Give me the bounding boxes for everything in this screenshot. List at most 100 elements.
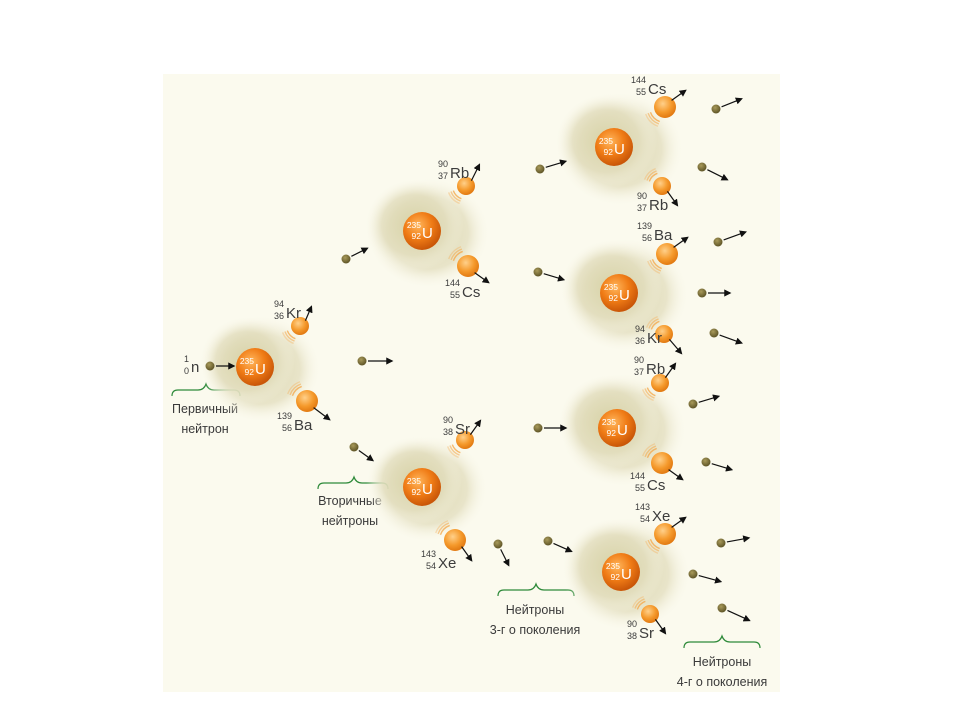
element-symbol: Rb: [646, 361, 665, 378]
fission-fragment-rb-3c: [641, 362, 677, 402]
motion-trail: [447, 192, 460, 205]
caption-fourth-line1: Нейтроны: [693, 655, 751, 669]
motion-trail: [284, 331, 295, 342]
motion-trail: [287, 381, 301, 395]
mass-number: 94: [274, 299, 284, 309]
fragment-sphere: [641, 605, 659, 623]
neutron-arrow: [545, 159, 568, 168]
fragment-arrow: [304, 305, 313, 321]
neutron-arrow: [500, 549, 510, 567]
fragment-arrow: [470, 163, 481, 181]
mass-number: 90: [443, 415, 453, 425]
neutron-arrow: [711, 463, 734, 472]
fragment-arrow: [673, 236, 689, 248]
mass-number: 235: [599, 136, 613, 146]
motion-trail: [647, 539, 660, 552]
motion-trail: [650, 320, 660, 330]
fission-fragment-sr-2b: [446, 419, 482, 459]
element-symbol: U: [621, 566, 632, 583]
mass-number: 90: [634, 355, 644, 365]
motion-trail: [645, 540, 659, 554]
motion-trail: [448, 246, 462, 260]
neutron-dot: [711, 104, 721, 114]
neutron-dot: [717, 603, 727, 613]
neutron-arrow: [698, 574, 723, 584]
neutron-arrow: [727, 609, 751, 622]
neutron-dot: [357, 356, 367, 366]
fragment-sphere: [457, 177, 475, 195]
motion-trail: [648, 172, 658, 182]
fragment-sphere: [655, 325, 673, 343]
fragment-arrow: [313, 407, 331, 421]
motion-trail: [446, 446, 459, 459]
neutron-dot: [688, 399, 698, 409]
fragment-arrow: [671, 516, 687, 528]
neutron: [716, 535, 751, 548]
neutron-arrow: [707, 169, 729, 181]
mass-number: 94: [635, 324, 645, 334]
mass-number: 235: [606, 561, 620, 571]
mass-number: 90: [438, 159, 448, 169]
mass-number: 144: [445, 278, 460, 288]
mass-number: 143: [635, 502, 650, 512]
element-symbol: Kr: [647, 330, 662, 347]
atomic-number: 92: [611, 572, 621, 582]
fission-fragment-kr-3b: [645, 315, 683, 355]
motion-trail: [651, 259, 662, 270]
motion-trail: [647, 112, 660, 125]
fragment-sphere: [654, 523, 676, 545]
neutron: [711, 97, 743, 114]
mass-number: 139: [277, 411, 292, 421]
fragment-arrow: [666, 191, 679, 207]
fragment-arrow: [664, 362, 677, 378]
motion-trail: [646, 170, 657, 181]
motion-trail: [281, 332, 294, 345]
atomic-number: 36: [274, 311, 284, 321]
uranium-235-sphere: [598, 409, 636, 447]
motion-trail: [642, 443, 656, 457]
neutron-dot: [709, 328, 719, 338]
neutron-dot: [697, 288, 707, 298]
fission-fragment-sr-3d: [631, 595, 667, 635]
atomic-number: 92: [604, 147, 614, 157]
element-symbol: Rb: [649, 197, 668, 214]
caption-secondary-line2: нейтроны: [322, 514, 378, 528]
neutron: [543, 536, 573, 553]
motion-trail: [439, 524, 450, 535]
atomic-number: 55: [635, 483, 645, 493]
fission-fragment-rb-3a: [643, 167, 679, 207]
fragment-sphere: [651, 452, 673, 474]
atomic-number: 92: [245, 367, 255, 377]
element-symbol: Sr: [639, 625, 654, 642]
motion-trail: [435, 520, 449, 534]
element-symbol: Ba: [654, 227, 673, 244]
neutron-arrow: [351, 247, 369, 257]
atomic-number: 55: [450, 290, 460, 300]
element-symbol: n: [191, 359, 199, 376]
fission-fragment-ba-1: [287, 381, 331, 421]
fragment-arrow: [668, 469, 684, 481]
uranium-235-sphere: [236, 348, 274, 386]
mass-number: 235: [407, 220, 421, 230]
neutron: [349, 442, 375, 462]
atomic-number: 38: [443, 427, 453, 437]
motion-trail: [437, 522, 450, 535]
motion-trail: [649, 259, 662, 272]
neutron-dot: [205, 361, 215, 371]
neutron: [697, 162, 729, 181]
element-symbol: U: [422, 225, 433, 242]
neutron: [697, 288, 732, 298]
motion-trail: [450, 191, 461, 202]
fragment-sphere: [656, 243, 678, 265]
neutron-dot: [535, 164, 545, 174]
motion-trail: [636, 600, 646, 610]
mass-number: 144: [631, 75, 646, 85]
fission-fragment-xe-2b: [435, 520, 473, 562]
